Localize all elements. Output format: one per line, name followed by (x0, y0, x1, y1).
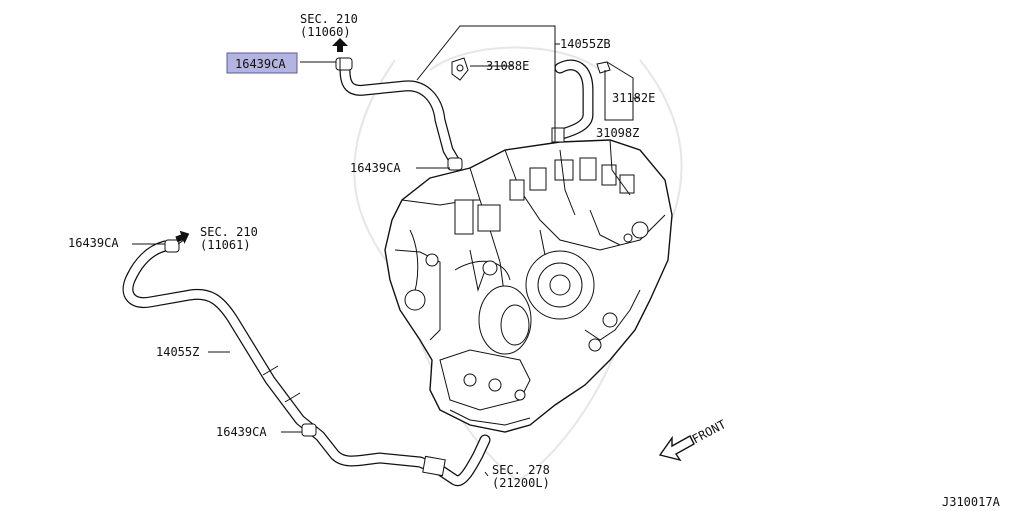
hose-14055ZB (339, 64, 461, 168)
front-arrow-icon (658, 435, 695, 462)
label-31098Z[interactable]: 31098Z (596, 126, 639, 140)
hose-31098Z (554, 59, 594, 140)
transmission-assembly (384, 139, 673, 433)
diagram-id: J310017A (942, 495, 1001, 509)
label-31088E[interactable]: 31088E (486, 59, 529, 73)
arrow-right-icon (175, 230, 190, 244)
clamp-31182E (596, 61, 611, 74)
clamp-16439CA-left (164, 239, 185, 253)
label-sec210-top-line1[interactable]: SEC. 210 (300, 12, 358, 26)
part-highlight-box[interactable] (226, 52, 298, 74)
label-14055Z[interactable]: 14055Z (156, 345, 199, 359)
arrow-up-icon (332, 38, 348, 52)
label-sec210-top-line2[interactable]: (11060) (300, 25, 351, 39)
clamp-16439CA-mid (447, 157, 463, 171)
clamp-16439CA-top (335, 57, 353, 71)
fitting-31098Z (551, 127, 565, 143)
clip-31088E (451, 57, 469, 81)
label-14055ZB[interactable]: 14055ZB (560, 37, 611, 51)
label-sec210-left-line2[interactable]: (11061) (200, 238, 251, 252)
leader-lines (132, 25, 640, 477)
label-16439CA-left[interactable]: 16439CA (68, 236, 119, 250)
label-front: FRONT (690, 417, 728, 446)
label-31182E[interactable]: 31182E (612, 91, 655, 105)
label-sec210-left-line1[interactable]: SEC. 210 (200, 225, 258, 239)
hose-14055Z (122, 240, 491, 487)
clamp-16439CA-bottom (301, 423, 317, 437)
label-sec278-line1[interactable]: SEC. 278 (492, 463, 550, 477)
label-16439CA-highlight[interactable]: 16439CA (235, 57, 286, 71)
label-16439CA-bottom[interactable]: 16439CA (216, 425, 267, 439)
label-16439CA-mid[interactable]: 16439CA (350, 161, 401, 175)
label-sec278-line2[interactable]: (21200L) (492, 476, 550, 490)
